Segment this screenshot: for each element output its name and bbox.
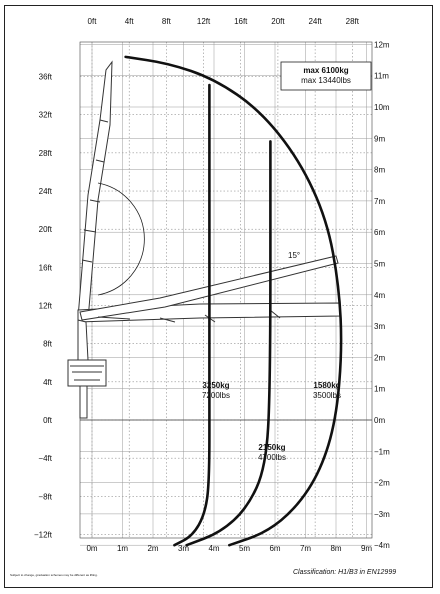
y-tick-right: 8m: [374, 166, 385, 175]
capacity-curves: [124, 55, 343, 547]
y-tick-right: −2m: [374, 479, 390, 488]
x-tick-bottom: 0m: [86, 544, 97, 553]
y-tick-right: −1m: [374, 447, 390, 456]
y-tick-right: 12m: [374, 40, 390, 49]
capacity-kg-label: 1580kg: [313, 381, 340, 390]
y-tick-left: 12ft: [39, 302, 53, 311]
x-tick-top: 12ft: [197, 17, 211, 26]
y-tick-left: 4ft: [43, 378, 53, 387]
classification-text: Classification: H1/B3 in EN12999: [293, 569, 397, 576]
y-tick-left: −4ft: [38, 454, 52, 463]
capacity-lbs-label: 4700lbs: [258, 453, 286, 462]
capacity-curve-3250kg: [173, 83, 211, 547]
x-tick-bottom: 5m: [239, 544, 250, 553]
slewing-arc: [97, 182, 145, 296]
y-tick-left: 28ft: [39, 149, 53, 158]
capacity-kg-label: 2150kg: [258, 443, 285, 452]
boom-angle-label: 15°: [288, 251, 300, 260]
capacity-kg-label: 3250kg: [202, 381, 229, 390]
y-tick-right: 5m: [374, 260, 385, 269]
capacity-curve-1580kg: [124, 55, 343, 547]
y-tick-left: 8ft: [43, 340, 53, 349]
y-tick-left: 32ft: [39, 111, 53, 120]
disclaimer-text: Subject to change, graduation schemes ma…: [10, 573, 98, 577]
y-tick-right: 1m: [374, 385, 385, 394]
y-tick-right: 0m: [374, 416, 385, 425]
x-tick-top: 28ft: [346, 17, 360, 26]
y-tick-left: 16ft: [39, 263, 53, 272]
x-tick-bottom: 1m: [117, 544, 128, 553]
chart-frame: [4, 5, 433, 588]
max-capacity-box: [280, 61, 372, 91]
y-tick-right: 11m: [374, 72, 389, 81]
capacity-curve-2150kg: [185, 140, 272, 547]
y-tick-right: 4m: [374, 291, 385, 300]
capacity-lbs-label: 3500lbs: [313, 391, 341, 400]
y-tick-right: −3m: [374, 510, 390, 519]
x-tick-top: 4ft: [125, 17, 135, 26]
axis-labels: 0ft 4ft 8ft 12ft 16ft 20ft 24ft 28ft 0m 1m 2m 3m 4m 5…: [34, 17, 390, 553]
vertical-boom-detail: [81, 119, 109, 263]
crane-base: [67, 359, 107, 387]
y-tick-right: 9m: [374, 134, 385, 143]
y-tick-left: −8ft: [38, 492, 52, 501]
crane-illustration: [67, 60, 341, 419]
y-tick-left: 20ft: [39, 225, 53, 234]
x-tick-top: 0ft: [88, 17, 98, 26]
stabilizer-leg: [79, 385, 88, 419]
y-tick-right: 7m: [374, 197, 385, 206]
y-tick-left: 0ft: [43, 416, 53, 425]
x-tick-top: 16ft: [234, 17, 248, 26]
crane-column: [77, 319, 89, 361]
x-tick-bottom: 6m: [269, 544, 280, 553]
x-tick-top: 8ft: [162, 17, 172, 26]
x-tick-bottom: 3m: [178, 544, 189, 553]
capacity-lbs-label: max 13440lbs: [301, 76, 351, 85]
y-tick-right: −4m: [374, 541, 390, 550]
x-tick-top: 20ft: [271, 17, 285, 26]
x-tick-bottom: 2m: [147, 544, 158, 553]
x-tick-bottom: 7m: [300, 544, 311, 553]
boom-cylinders: [97, 309, 281, 323]
y-tick-right: 2m: [374, 353, 385, 362]
x-tick-top: 24ft: [308, 17, 322, 26]
crane-base-detail: [70, 365, 104, 381]
grid: [79, 41, 373, 546]
x-tick-bottom: 9m: [361, 544, 372, 553]
capacity-kg-label: max 6100kg: [303, 66, 348, 75]
y-tick-left: −12ft: [34, 530, 53, 539]
capacity-lbs-label: 7200lbs: [202, 391, 230, 400]
x-tick-bottom: 4m: [208, 544, 219, 553]
y-tick-right: 3m: [374, 322, 385, 331]
x-tick-bottom: 8m: [330, 544, 341, 553]
y-tick-right: 6m: [374, 228, 385, 237]
y-tick-right: 10m: [374, 103, 390, 112]
y-tick-left: 36ft: [39, 73, 53, 82]
vertical-boom: [77, 60, 113, 321]
y-tick-left: 24ft: [39, 187, 53, 196]
